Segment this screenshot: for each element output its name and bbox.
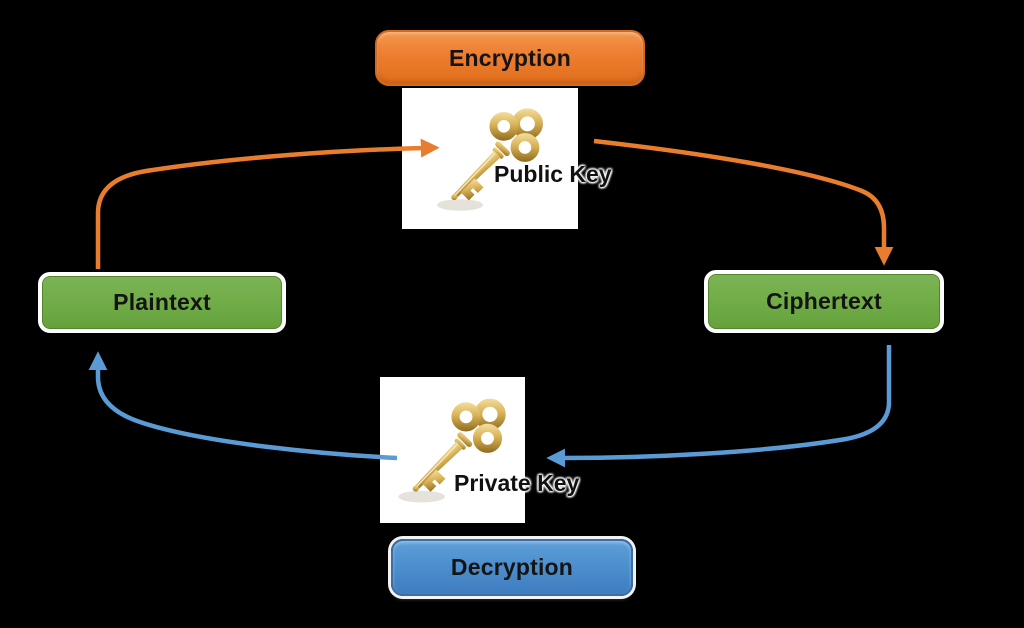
ciphertext-node: Ciphertext: [704, 270, 944, 333]
plaintext-node: Plaintext: [38, 272, 286, 333]
plaintext-label: Plaintext: [113, 289, 211, 315]
gold-skeleton-key-icon: [398, 398, 506, 503]
arrow-plaintext-to-public-key: [95, 138, 440, 269]
public-key-label: Public Key: [494, 161, 612, 187]
private-key-image: [380, 377, 525, 523]
private-key-label: Private Key: [454, 470, 580, 496]
encryption-label: Encryption: [448, 44, 572, 71]
gold-skeleton-key-icon: [437, 108, 543, 211]
key-body: [451, 108, 543, 201]
ciphertext-label: Ciphertext: [766, 288, 882, 314]
arrow-private-key-to-plaintext: [88, 351, 398, 461]
encryption-node: Encryption: [375, 30, 645, 86]
decryption-label: Decryption: [450, 554, 574, 580]
decryption-node: Decryption: [391, 539, 633, 596]
arrow-ciphertext-to-private-key: [546, 345, 892, 468]
public-key-image: [402, 88, 578, 229]
key-shadow: [437, 199, 484, 211]
key-body: [412, 398, 506, 492]
arrow-public-key-to-ciphertext: [593, 138, 894, 266]
key-shadow: [398, 490, 445, 503]
